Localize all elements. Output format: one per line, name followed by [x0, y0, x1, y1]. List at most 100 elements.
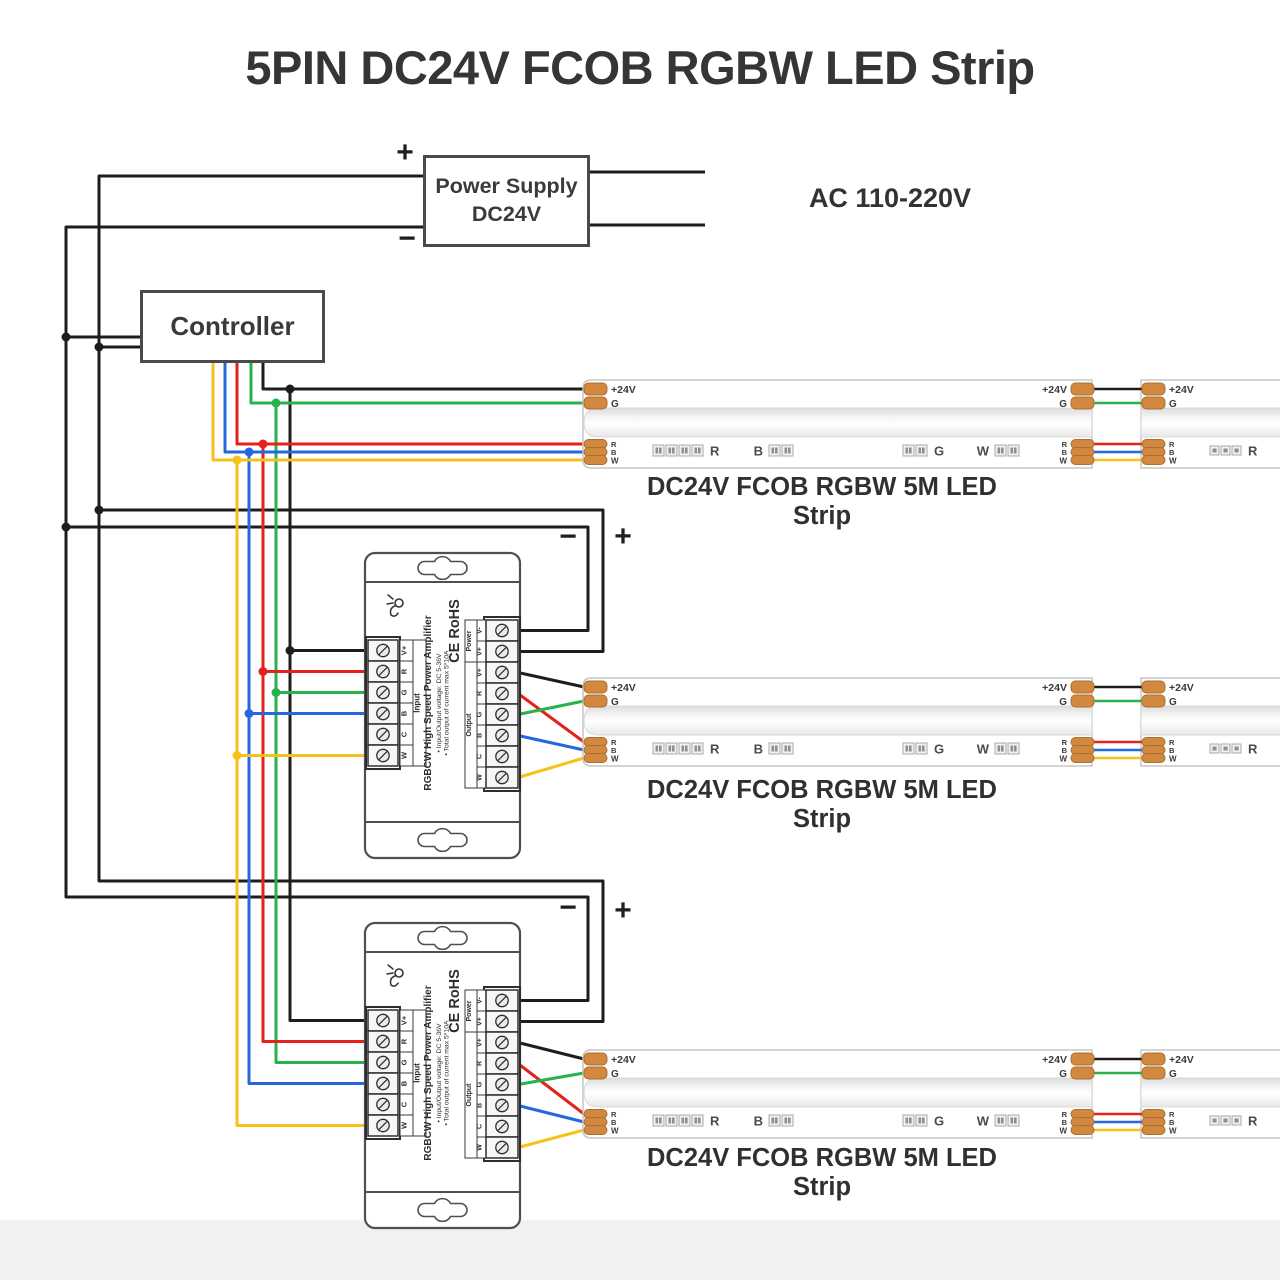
solder-pad	[583, 382, 608, 396]
ac-input-label: AC 110-220V	[808, 183, 972, 213]
controller-label: Controller	[170, 311, 295, 341]
svg-text:W: W	[1169, 755, 1177, 764]
wire-junction-dot	[285, 384, 295, 394]
led-pad-square	[691, 444, 704, 457]
wire-junction-dot	[94, 505, 104, 515]
led-pad-square	[768, 742, 781, 755]
svg-text:G: G	[1059, 697, 1067, 708]
svg-text:W: W	[1059, 457, 1067, 466]
svg-text:G: G	[611, 399, 619, 410]
terminal-label: G	[477, 711, 484, 717]
terminal-label: C	[477, 754, 484, 759]
wire-blue	[517, 1104, 585, 1124]
svg-text:G: G	[611, 1069, 619, 1080]
amplifier-1-minus-sign: −	[559, 520, 577, 553]
amp-spec-line: • Input/Output voltage: DC 5-36V	[436, 1023, 443, 1123]
svg-text:+24V: +24V	[1169, 1054, 1194, 1066]
wire-green	[517, 1071, 585, 1086]
wire-yellow	[517, 1128, 585, 1149]
wire-black	[517, 1041, 585, 1061]
led-pad-square	[781, 1114, 794, 1127]
led-pad-square	[902, 1114, 915, 1127]
svg-text:R: R	[1248, 742, 1258, 757]
svg-text:+24V: +24V	[1169, 384, 1194, 396]
svg-text:G: G	[934, 444, 944, 459]
led-pad-square	[915, 742, 928, 755]
wire-layer	[64, 170, 705, 1149]
wire-junction-dot	[232, 751, 242, 760]
amp-spec-line: • Total output of current max 5*10A	[444, 1020, 451, 1125]
wire-yellow	[211, 363, 584, 462]
led-pad-square	[652, 1114, 665, 1127]
svg-text:+24V: +24V	[1042, 1054, 1067, 1066]
terminal-label: W	[400, 1121, 409, 1129]
led-pad-square	[781, 742, 794, 755]
wire-black	[517, 671, 585, 689]
power-header: Power	[466, 1000, 473, 1021]
svg-text:G: G	[934, 1114, 944, 1129]
solder-pad	[1141, 753, 1166, 763]
led-pad-square	[665, 444, 678, 457]
svg-text:W: W	[1169, 457, 1177, 466]
svg-text:W: W	[977, 444, 990, 459]
output-header: Output	[466, 713, 473, 737]
wire-junction-dot	[285, 646, 295, 655]
wire-yellow	[517, 756, 585, 779]
svg-text:+24V: +24V	[1042, 682, 1067, 694]
wire-blue	[223, 363, 584, 454]
solder-pad	[1141, 1125, 1166, 1135]
input-header: Input	[413, 693, 422, 713]
wire-green	[274, 403, 370, 1064]
terminal-label: W	[400, 751, 409, 759]
cob-light-band	[583, 407, 1093, 438]
solder-pad	[583, 680, 608, 694]
svg-text:B: B	[754, 1114, 763, 1129]
svg-text:G: G	[611, 697, 619, 708]
output-header: Output	[466, 1083, 473, 1107]
svg-text:+24V: +24V	[611, 1054, 636, 1066]
solder-pad	[583, 1066, 608, 1080]
terminal-label: B	[477, 733, 484, 738]
svg-text:W: W	[1059, 1127, 1067, 1136]
wire-junction-dot	[61, 332, 71, 342]
wire-junction-dot	[271, 398, 281, 408]
strip-1-label: DC24V FCOB RGBW 5M LED Strip	[647, 473, 997, 530]
svg-text:W: W	[611, 755, 619, 764]
wire-black	[64, 225, 590, 1002]
wire-black	[66, 525, 590, 632]
solder-pad	[583, 753, 608, 763]
svg-text:R: R	[1062, 738, 1068, 747]
led-pad-square	[994, 1114, 1007, 1127]
led-pad-square	[915, 1114, 928, 1127]
input-header: Input	[413, 1063, 422, 1083]
strip-2-label: DC24V FCOB RGBW 5M LED Strip	[647, 776, 997, 833]
brand-logo-icon	[386, 594, 404, 617]
terminal-label: R	[477, 691, 484, 696]
solder-pad	[1141, 396, 1166, 410]
power-supply-box: Power Supply DC24V	[423, 155, 590, 247]
led-pad-square	[678, 1114, 691, 1127]
svg-text:G: G	[1059, 1069, 1067, 1080]
amplifier-1-plus-sign: +	[614, 520, 632, 553]
svg-text:B: B	[754, 444, 763, 459]
wire-junction-dot	[271, 688, 281, 697]
terminal-label: R	[400, 668, 409, 674]
led-pad-square	[652, 742, 665, 755]
page-bottom-band	[0, 1220, 1280, 1280]
solder-pad	[1141, 1066, 1166, 1080]
wire-green	[517, 699, 585, 716]
amp-spec-line: • Input/Output voltage: DC 5-36V	[436, 653, 443, 753]
amplifier-2-minus-sign: −	[559, 891, 577, 924]
led-pad-square	[768, 1114, 781, 1127]
led-pad-square	[902, 742, 915, 755]
solder-pad	[583, 396, 608, 410]
svg-text:R: R	[710, 444, 720, 459]
mounting-slot	[417, 827, 468, 853]
svg-text:G: G	[934, 742, 944, 757]
wire-blue	[517, 734, 585, 752]
wire-yellow	[235, 460, 370, 1127]
led-pad-square	[768, 444, 781, 457]
power-supply-plus-sign: +	[396, 136, 414, 169]
